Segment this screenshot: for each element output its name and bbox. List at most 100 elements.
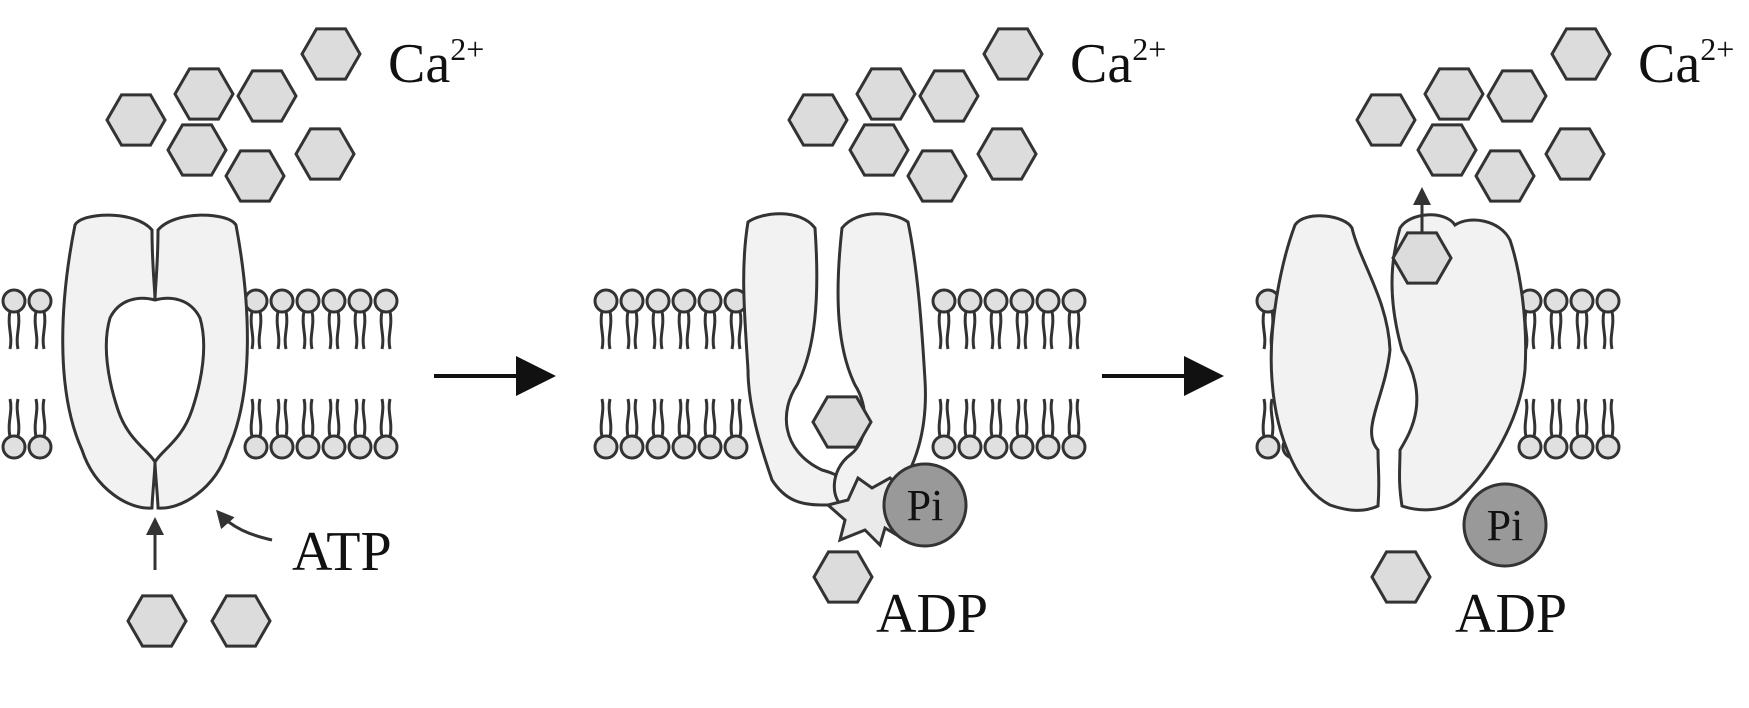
lipid-tail bbox=[15, 398, 21, 438]
lipid-tail bbox=[737, 398, 743, 438]
lipid-tail bbox=[353, 398, 359, 438]
pump-protein-2-left-half bbox=[742, 212, 846, 507]
pump-protein-3-left-half bbox=[1269, 214, 1392, 512]
lipid-head bbox=[321, 288, 347, 314]
lipid-tail bbox=[677, 398, 683, 438]
lipid-head bbox=[27, 434, 53, 460]
lipid-tail bbox=[703, 310, 709, 350]
lipid-bilayer-middle bbox=[593, 288, 1087, 460]
lipid-tail bbox=[283, 310, 289, 350]
lipid-tail bbox=[1609, 310, 1615, 350]
lipid-tail bbox=[1075, 398, 1081, 438]
lipid-tail bbox=[1067, 310, 1073, 350]
panel-1-pump-open-inside: ATP bbox=[61, 213, 392, 583]
lipid-tail bbox=[1023, 310, 1029, 350]
lipid-tail bbox=[1015, 398, 1021, 438]
lipid-head bbox=[593, 288, 619, 314]
lipid-tail bbox=[361, 398, 367, 438]
lipid-tail bbox=[945, 398, 951, 438]
lipid-tail bbox=[1531, 310, 1537, 350]
lipid-head bbox=[983, 288, 1009, 314]
lipid-tail bbox=[633, 310, 639, 350]
lipid-head bbox=[931, 434, 957, 460]
lipid-tail bbox=[1549, 398, 1555, 438]
lipid-head bbox=[697, 288, 723, 314]
lipid-head bbox=[593, 434, 619, 460]
lipid-tail bbox=[33, 398, 39, 438]
lipid-head bbox=[1255, 434, 1281, 460]
lipid-head bbox=[957, 288, 983, 314]
lipid-head bbox=[1061, 288, 1087, 314]
calcium-ion-outside bbox=[294, 127, 356, 181]
calcium-ion-released bbox=[1391, 231, 1453, 285]
legend-ion-1: Ca2+ bbox=[388, 31, 484, 95]
phosphate-label-3: Pi bbox=[1487, 501, 1524, 550]
lipid-tail bbox=[971, 398, 977, 438]
lipid-head bbox=[1595, 434, 1621, 460]
lipid-head bbox=[373, 434, 399, 460]
lipid-tail bbox=[685, 310, 691, 350]
lipid-head bbox=[373, 288, 399, 314]
lipid-head bbox=[1009, 434, 1035, 460]
phosphate-label-2: Pi bbox=[907, 481, 944, 530]
lipid-head bbox=[1, 288, 27, 314]
lipid-tail bbox=[945, 310, 951, 350]
legend-ion-2: Ca2+ bbox=[1070, 31, 1166, 95]
lipid-tail bbox=[659, 398, 665, 438]
lipid-tail bbox=[301, 398, 307, 438]
lipid-tail bbox=[989, 398, 995, 438]
lipid-tail bbox=[1531, 398, 1537, 438]
lipid-tail bbox=[997, 310, 1003, 350]
lipid-tail bbox=[1269, 398, 1275, 438]
lipid-tail bbox=[659, 310, 665, 350]
pump-protein-3-right-half bbox=[1390, 213, 1528, 512]
lipid-head bbox=[1009, 288, 1035, 314]
legend-2: Ca2+ bbox=[1070, 31, 1166, 95]
lipid-tail bbox=[1067, 398, 1073, 438]
calcium-ion-outside bbox=[173, 67, 235, 121]
legend-ion-3: Ca2+ bbox=[1638, 31, 1734, 95]
lipid-tail bbox=[7, 398, 13, 438]
calcium-ion-outside bbox=[1486, 69, 1548, 123]
lipid-tail bbox=[729, 398, 735, 438]
lipid-head bbox=[1035, 288, 1061, 314]
calcium-ion-outside bbox=[1416, 123, 1478, 177]
lipid-head bbox=[723, 434, 749, 460]
atp-arrow bbox=[216, 509, 273, 542]
lipid-tail bbox=[15, 310, 21, 350]
lipid-tail bbox=[607, 398, 613, 438]
lipid-head bbox=[1, 434, 27, 460]
lipid-tail bbox=[937, 310, 943, 350]
calcium-ion-outside bbox=[236, 69, 298, 123]
lipid-tail bbox=[1523, 398, 1529, 438]
lipid-tail bbox=[361, 310, 367, 350]
legend-1: Ca2+ bbox=[388, 31, 484, 95]
calcium-ion-outside bbox=[1423, 67, 1485, 121]
lipid-head bbox=[1035, 434, 1061, 460]
lipid-tail bbox=[257, 310, 263, 350]
lipid-tail bbox=[275, 398, 281, 438]
panel-3-pump-open-outside: Pi ADP bbox=[1269, 187, 1567, 645]
lipid-head bbox=[347, 434, 373, 460]
lipid-tail bbox=[1075, 310, 1081, 350]
lipid-tail bbox=[599, 310, 605, 350]
calcium-ion-inside bbox=[126, 594, 188, 648]
lipid-head bbox=[619, 288, 645, 314]
lipid-tail bbox=[379, 398, 385, 438]
lipid-tail bbox=[1557, 398, 1563, 438]
calcium-ion-outside bbox=[848, 123, 910, 177]
calcium-ion-outside bbox=[1544, 127, 1606, 181]
lipid-head bbox=[983, 434, 1009, 460]
lipid-head bbox=[1061, 434, 1087, 460]
lipid-head bbox=[697, 434, 723, 460]
lipid-tail bbox=[1023, 398, 1029, 438]
lipid-tail bbox=[353, 310, 359, 350]
calcium-ion-outside bbox=[855, 67, 917, 121]
lipid-tail bbox=[41, 310, 47, 350]
calcium-ion-legend-icon bbox=[982, 27, 1044, 81]
phosphate-circle-2 bbox=[882, 462, 968, 548]
lipid-head bbox=[619, 434, 645, 460]
legend-3: Ca2+ bbox=[1638, 31, 1734, 95]
calcium-ion-inside bbox=[210, 594, 272, 648]
